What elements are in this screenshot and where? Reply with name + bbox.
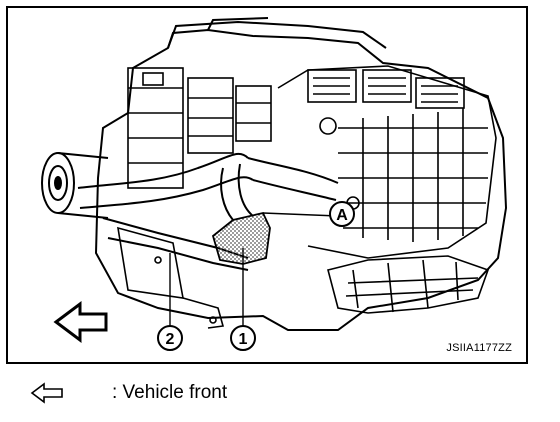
svg-text:1: 1 [239, 331, 248, 348]
figure-code: JSIIA1177ZZ [446, 342, 512, 354]
callout-leaders [169, 212, 339, 328]
svg-text:A: A [336, 207, 348, 224]
mounting-bracket [117, 226, 225, 329]
blower-motor [41, 152, 109, 219]
callout-1: 1 [230, 325, 256, 351]
heater-core-housing [94, 17, 508, 331]
intake-box [127, 67, 272, 189]
legend: : Vehicle front [30, 376, 227, 410]
heater-pipes [77, 152, 339, 271]
heater-unit-illustration: A 1 2 [41, 17, 508, 351]
figure-frame: A 1 2 JSIIA1177ZZ [6, 6, 528, 364]
legend-text: : Vehicle front [112, 382, 228, 403]
outline-left-arrow-icon [30, 382, 63, 404]
lower-duct [327, 255, 490, 314]
hatched-component [211, 211, 271, 265]
callout-a: A [329, 201, 355, 227]
outline-left-arrow-icon [53, 301, 108, 343]
callout-2: 2 [157, 325, 183, 351]
svg-text:2: 2 [166, 331, 175, 348]
blower-grille [277, 65, 497, 259]
